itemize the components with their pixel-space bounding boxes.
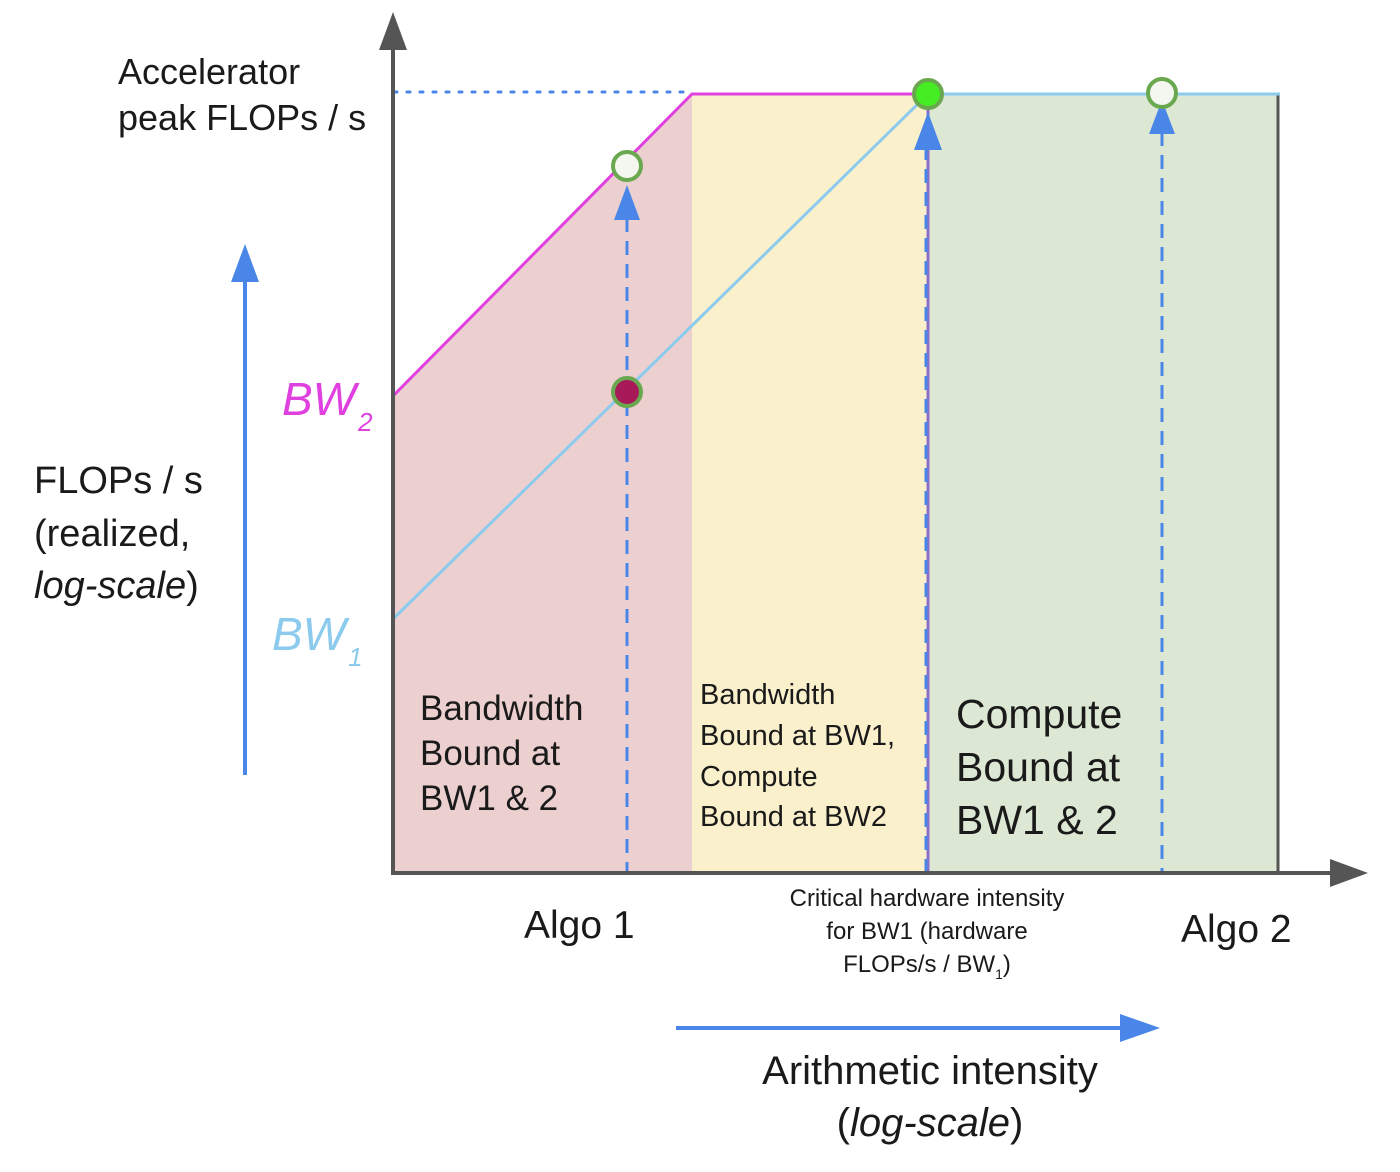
critical-label-line3-post: ) xyxy=(1003,951,1011,978)
bw1-label-base: BW xyxy=(272,608,351,660)
x-axis-label-close: ) xyxy=(1010,1101,1023,1145)
peak-label-line2: peak FLOPs / s xyxy=(118,97,366,138)
x-axis-label-scale: log-scale xyxy=(850,1101,1010,1145)
critical-label-line1: Critical hardware intensity xyxy=(790,885,1065,912)
region-middle-line3: Compute xyxy=(700,761,818,793)
y-axis-label-line3: log-scale) xyxy=(34,565,199,607)
bw1-label-sub: 1 xyxy=(348,642,362,672)
algo1-bw1-filled-point xyxy=(611,376,643,408)
algo2-up-arrowhead xyxy=(1149,100,1175,134)
region-right-compute-bound xyxy=(928,94,1278,872)
y-direction-arrowhead xyxy=(231,244,259,282)
region-middle-line1: Bandwidth xyxy=(700,679,835,711)
bw2-label-base: BW xyxy=(282,373,361,425)
x-axis-arrowhead xyxy=(1330,859,1368,887)
x-axis-label-open: ( xyxy=(837,1101,851,1145)
region-middle-line2: Bound at BW1, xyxy=(700,720,895,752)
algo2-open-point xyxy=(1146,77,1178,109)
bw1-label: BW1 xyxy=(272,608,363,672)
y-axis-label-scale: log-scale xyxy=(34,565,186,607)
algo2-label: Algo 2 xyxy=(1181,908,1292,951)
critical-green-point xyxy=(912,78,944,110)
region-left-line3: BW1 & 2 xyxy=(420,779,558,818)
algo1-label: Algo 1 xyxy=(524,904,635,947)
x-axis-label-line1: Arithmetic intensity xyxy=(762,1049,1098,1093)
critical-label-line3: FLOPs/s / BW1) xyxy=(843,951,1011,982)
peak-label-line1: Accelerator xyxy=(118,51,300,92)
y-axis-label-line2: (realized, xyxy=(34,513,190,555)
y-axis-arrowhead xyxy=(379,12,407,50)
region-left-line1: Bandwidth xyxy=(420,689,583,728)
algo1-up-arrowhead xyxy=(614,185,640,220)
algo1-bw2-open-point xyxy=(611,150,643,182)
region-right-line1: Compute xyxy=(956,691,1122,737)
critical-up-arrowhead xyxy=(914,112,942,150)
region-left-line2: Bound at xyxy=(420,734,560,773)
x-direction-arrowhead xyxy=(1120,1014,1160,1042)
critical-label-line3-sub: 1 xyxy=(995,966,1003,982)
critical-label-line3-pre: FLOPs/s / BW xyxy=(843,951,995,978)
region-middle-line4: Bound at BW2 xyxy=(700,801,887,833)
region-middle-mixed xyxy=(692,94,928,872)
region-right-line2: Bound at xyxy=(956,744,1121,790)
critical-label-line2: for BW1 (hardware xyxy=(826,918,1027,945)
region-right-line3: BW1 & 2 xyxy=(956,797,1118,843)
bw2-label: BW2 xyxy=(282,373,373,437)
x-axis-label-line2: (log-scale) xyxy=(837,1101,1024,1145)
bw2-label-sub: 2 xyxy=(357,407,373,437)
y-axis-label-close: ) xyxy=(186,565,199,607)
y-axis-label-line1: FLOPs / s xyxy=(34,460,203,502)
